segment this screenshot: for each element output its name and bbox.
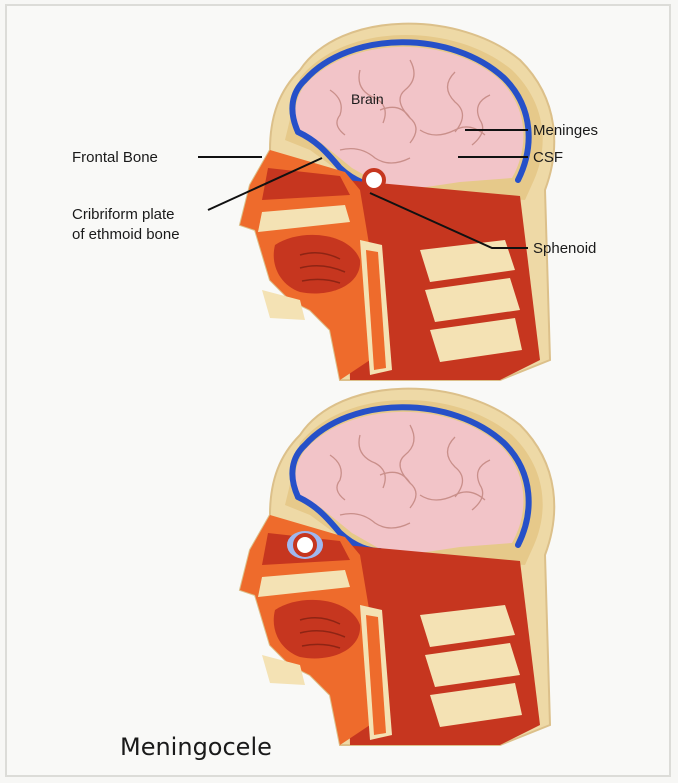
label-brain: Brain xyxy=(351,91,384,107)
caption-meningocele: Meningocele xyxy=(120,733,272,761)
label-cribriform-line2: of ethmoid bone xyxy=(72,226,180,243)
label-frontal-bone: Frontal Bone xyxy=(72,149,158,166)
label-meninges: Meninges xyxy=(533,122,598,139)
meningocele-sac-marker xyxy=(295,535,315,555)
label-cribriform-line1: Cribriform plate xyxy=(72,206,175,223)
head-normal xyxy=(240,24,554,380)
label-sphenoid: Sphenoid xyxy=(533,240,596,257)
label-csf: CSF xyxy=(533,149,563,166)
cribriform-defect-marker xyxy=(364,170,384,190)
head-meningocele xyxy=(240,389,554,745)
